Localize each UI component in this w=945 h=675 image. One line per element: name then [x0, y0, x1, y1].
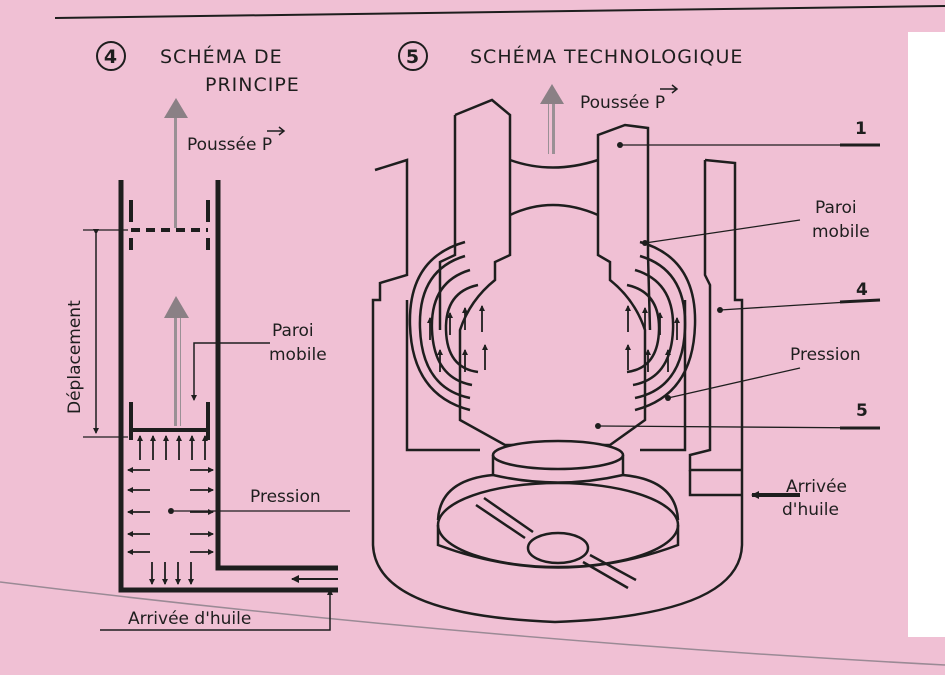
ref-5: 5: [856, 401, 868, 421]
pressure-point-4: [168, 508, 174, 514]
figure-4-number: 4: [104, 46, 118, 68]
paroi-leader-4: [191, 342, 270, 401]
figure-5-number-circle: [398, 41, 428, 71]
housing-body: [371, 158, 744, 624]
pression-label-5: Pression: [790, 345, 861, 365]
leaders-5: [597, 144, 881, 429]
poussee-label-5: Poussée P: [580, 93, 665, 113]
piston-upper-dashed: [129, 200, 210, 250]
figure-5-number: 5: [406, 46, 420, 68]
pressure-arrows-left-4: [127, 467, 150, 555]
paroi-label-5-line2: mobile: [812, 222, 870, 242]
pression-label-4: Pression: [250, 487, 321, 507]
arrivee-label-5-line1: Arrivée: [786, 477, 847, 497]
figure-4: 4 SCHÉMA DE PRINCIPE Poussée P: [65, 41, 350, 631]
thrust-arrow-5: [540, 84, 564, 154]
arrivee-leader-4: [100, 589, 333, 631]
displacement-dimension: [83, 229, 128, 438]
figure-4-title-line1: SCHÉMA DE: [160, 45, 283, 68]
annular-rings-left: [408, 240, 479, 412]
figure-4-number-circle: [96, 41, 126, 71]
figure-5: 5 SCHÉMA TECHNOLOGIQUE Poussée P: [371, 41, 881, 624]
annular-rings-right: [626, 240, 697, 412]
page-curve: [0, 581, 945, 666]
inner-thrust-arrow: [164, 296, 189, 426]
thrust-arrow-4: [164, 98, 188, 228]
paroi-label-4-line2: mobile: [269, 345, 327, 365]
vector-arrow-4: [278, 126, 286, 136]
ref-1: 1: [855, 119, 867, 139]
white-panel: [908, 32, 945, 637]
vector-arrow-5: [671, 84, 679, 94]
cylinder-4: [118, 180, 338, 593]
pressure-arrows-down-4: [149, 562, 194, 585]
poussee-label-4: Poussée P: [187, 135, 272, 155]
ref-4-bar: [839, 298, 881, 304]
figure-5-title: SCHÉMA TECHNOLOGIQUE: [470, 45, 743, 68]
top-rule: [54, 5, 945, 19]
base-disc: [436, 439, 680, 590]
pressure-arrows-right-5: [625, 305, 680, 372]
arrivee-label-4: Arrivée d'huile: [128, 609, 251, 629]
leader-dots-5: [595, 142, 723, 429]
piston-4: [129, 402, 210, 440]
ref-4: 4: [856, 280, 868, 300]
paroi-label-5-line1: Paroi: [815, 198, 857, 218]
pressure-arrows-left-5: [427, 305, 488, 372]
arrivee-label-5-line2: d'huile: [782, 500, 839, 520]
pressure-arrows-up-4: [137, 435, 208, 460]
figure-4-title-line2: PRINCIPE: [205, 74, 300, 96]
piston-body: [438, 98, 652, 447]
deplacement-label: Déplacement: [65, 300, 85, 414]
paroi-label-4-line1: Paroi: [272, 321, 314, 341]
pressure-arrows-right-4: [190, 467, 214, 555]
